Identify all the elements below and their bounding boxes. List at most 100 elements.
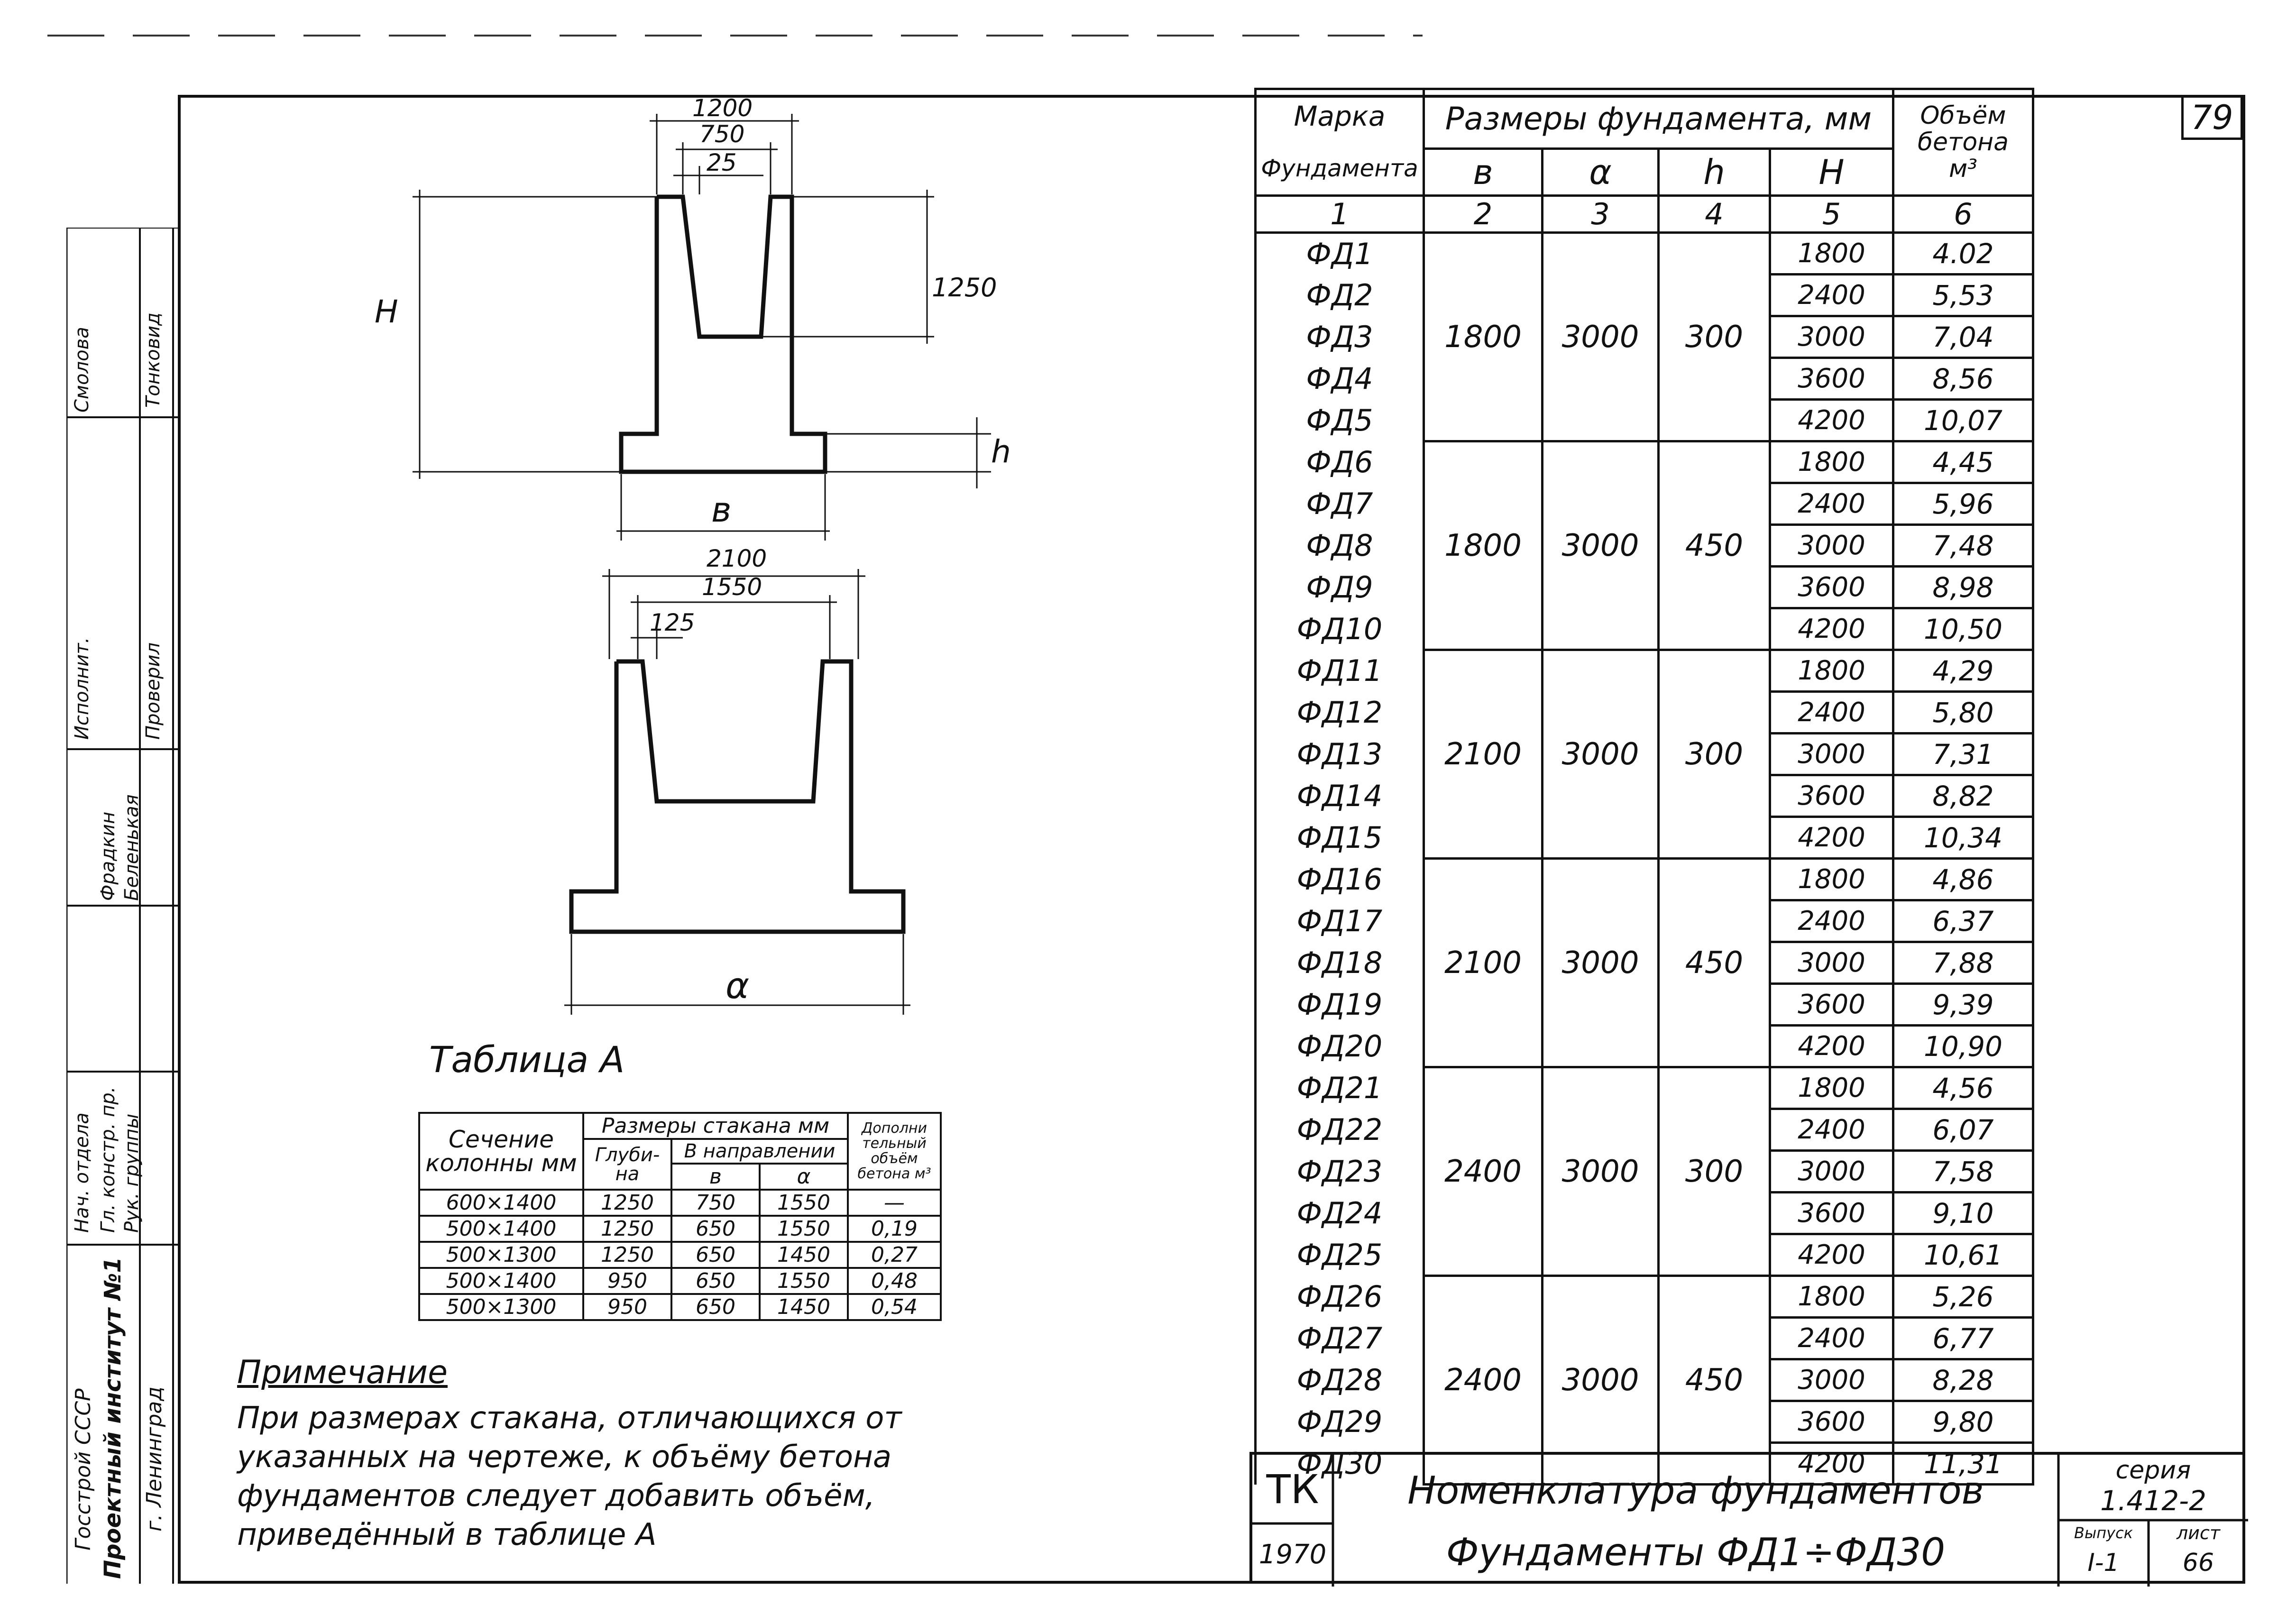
org-name: Госстрой СССР <box>71 1388 95 1551</box>
dim-H: 3000 <box>1769 1149 1894 1193</box>
volume: 4,45 <box>1892 440 2034 484</box>
dim-a: 3000 <box>1541 1275 1660 1486</box>
volume: 4.02 <box>1892 231 2034 275</box>
drawing-frame <box>178 95 2245 1584</box>
h-a: α <box>1541 147 1660 197</box>
table-a-h-sizes: Размеры стакана мм <box>582 1112 849 1140</box>
tb-title1: Номенклатура фундаментов <box>1407 1468 1984 1513</box>
dim-2100: 2100 <box>707 545 767 572</box>
foundation-mark: ФД26 <box>1254 1275 1425 1318</box>
dim-125: 125 <box>650 609 695 636</box>
foundation-mark: ФД21 <box>1254 1067 1425 1109</box>
role-group: Рук. группы <box>121 1113 143 1233</box>
h-sizes: Размеры фундамента, мм <box>1423 88 1894 150</box>
volume: 10,61 <box>1892 1233 2034 1277</box>
h-mark: Марка <box>1294 100 1386 132</box>
note-line: приведённый в таблице А <box>237 1517 657 1552</box>
foundation-mark: ФД28 <box>1254 1359 1425 1401</box>
volume: 5,96 <box>1892 482 2034 526</box>
table-a-h-depth: Глуби-на <box>582 1138 672 1191</box>
foundation-mark: ФД10 <box>1254 608 1425 650</box>
volume: 6,37 <box>1892 899 2034 943</box>
h-b: в <box>1423 147 1543 197</box>
foundation-mark: ФД20 <box>1254 1025 1425 1067</box>
dim-1250: 1250 <box>932 273 997 303</box>
dim-H: 4200 <box>1769 816 1894 860</box>
foundation-mark: ФД18 <box>1254 942 1425 984</box>
dim-1550: 1550 <box>702 573 762 601</box>
volume: 10,50 <box>1892 607 2034 651</box>
section-b-outline <box>619 194 827 474</box>
volume: 7,04 <box>1892 315 2034 359</box>
volume: 8,28 <box>1892 1358 2034 1402</box>
foundation-mark: ФД25 <box>1254 1234 1425 1276</box>
dim-H: 3000 <box>1769 315 1894 359</box>
dim-H: 1800 <box>1769 649 1894 693</box>
foundation-mark: ФД27 <box>1254 1317 1425 1359</box>
role-head: Нач. отдела <box>71 1112 93 1233</box>
foundation-mark: ФД17 <box>1254 900 1425 942</box>
volume: 7,48 <box>1892 523 2034 568</box>
volume: 5,80 <box>1892 690 2034 734</box>
foundation-mark: ФД15 <box>1254 817 1425 859</box>
table-a-h-section: Сечение колонны мм <box>418 1112 584 1191</box>
h-h: h <box>1657 147 1771 197</box>
dim-H: 4200 <box>1769 398 1894 442</box>
dim-H: 3000 <box>1769 941 1894 985</box>
volume: 7,31 <box>1892 732 2034 776</box>
volume: 9,80 <box>1892 1400 2034 1444</box>
label-b: в <box>711 490 731 530</box>
dim-H: 3000 <box>1769 732 1894 776</box>
dim-H: 2400 <box>1769 1108 1894 1152</box>
volume: 8,98 <box>1892 565 2034 609</box>
dim-b: 1800 <box>1423 231 1543 442</box>
foundation-mark: ФД23 <box>1254 1150 1425 1193</box>
dim-H: 2400 <box>1769 482 1894 526</box>
dim-H: 1800 <box>1769 1066 1894 1110</box>
volume: 9,39 <box>1892 982 2034 1027</box>
foundation-mark: ФД22 <box>1254 1109 1425 1151</box>
table-a: Сечение колонны мм Размеры стакана мм До… <box>418 1112 942 1321</box>
tb-title2: Фундаменты ФД1÷ФД30 <box>1446 1530 1946 1574</box>
dim-h: 450 <box>1657 857 1771 1068</box>
dim-H: 2400 <box>1769 273 1894 317</box>
foundation-mark: ФД16 <box>1254 858 1425 900</box>
volume: 7,58 <box>1892 1149 2034 1193</box>
dim-750: 750 <box>699 120 744 148</box>
tb-sheet: 66 <box>2182 1549 2214 1577</box>
note-title: Примечание <box>237 1354 448 1391</box>
tb-issue-label: Выпуск <box>2074 1524 2133 1542</box>
tb-series-label: серия <box>2115 1456 2191 1485</box>
dim-H: 1800 <box>1769 857 1894 901</box>
foundation-mark: ФД11 <box>1254 650 1425 692</box>
volume: 8,56 <box>1892 357 2034 401</box>
label-H: H <box>375 294 398 330</box>
label-h: h <box>991 433 1011 470</box>
foundation-mark: ФД6 <box>1254 441 1425 483</box>
volume: 10,34 <box>1892 816 2034 860</box>
dim-a: 3000 <box>1541 440 1660 651</box>
title-block: ТК 1970 Номенклатура фундаментов Фундаме… <box>1249 1452 2248 1587</box>
dim-H: 2400 <box>1769 899 1894 943</box>
dim-H: 3600 <box>1769 1191 1894 1235</box>
